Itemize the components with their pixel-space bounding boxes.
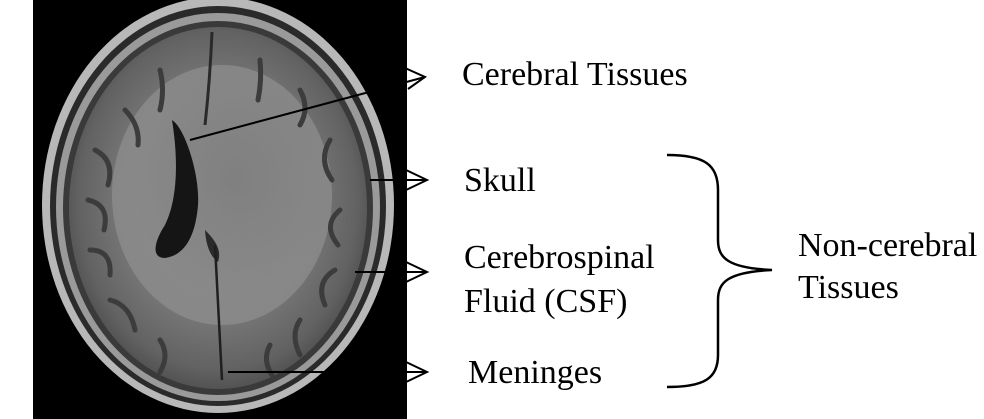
label-csf-line1: Cerebrospinal bbox=[464, 239, 655, 276]
arrowhead-skull bbox=[405, 169, 430, 191]
arrowhead-cerebral bbox=[404, 67, 428, 90]
white-matter bbox=[112, 65, 332, 325]
label-csf-line2: Fluid (CSF) bbox=[464, 283, 628, 320]
arrowhead-meninges bbox=[405, 361, 430, 383]
grouping-brace bbox=[666, 153, 773, 389]
lateral-ventricle bbox=[155, 120, 199, 258]
arrowhead-csf bbox=[405, 261, 430, 283]
arrow-line-cerebral bbox=[189, 76, 426, 141]
cortical-sulci bbox=[85, 57, 343, 378]
label-non-cerebral-line2: Tissues bbox=[798, 269, 899, 306]
label-skull: Skull bbox=[464, 162, 536, 199]
interhemispheric-fissure-posterior bbox=[213, 244, 224, 381]
label-cerebral-tissues: Cerebral Tissues bbox=[462, 56, 688, 93]
interhemispheric-fissure-anterior bbox=[203, 31, 214, 126]
label-meninges: Meninges bbox=[468, 354, 603, 391]
mri-scan-image bbox=[33, 0, 407, 419]
leader-arrows bbox=[189, 67, 430, 383]
label-non-cerebral-line1: Non-cerebral bbox=[798, 227, 978, 264]
